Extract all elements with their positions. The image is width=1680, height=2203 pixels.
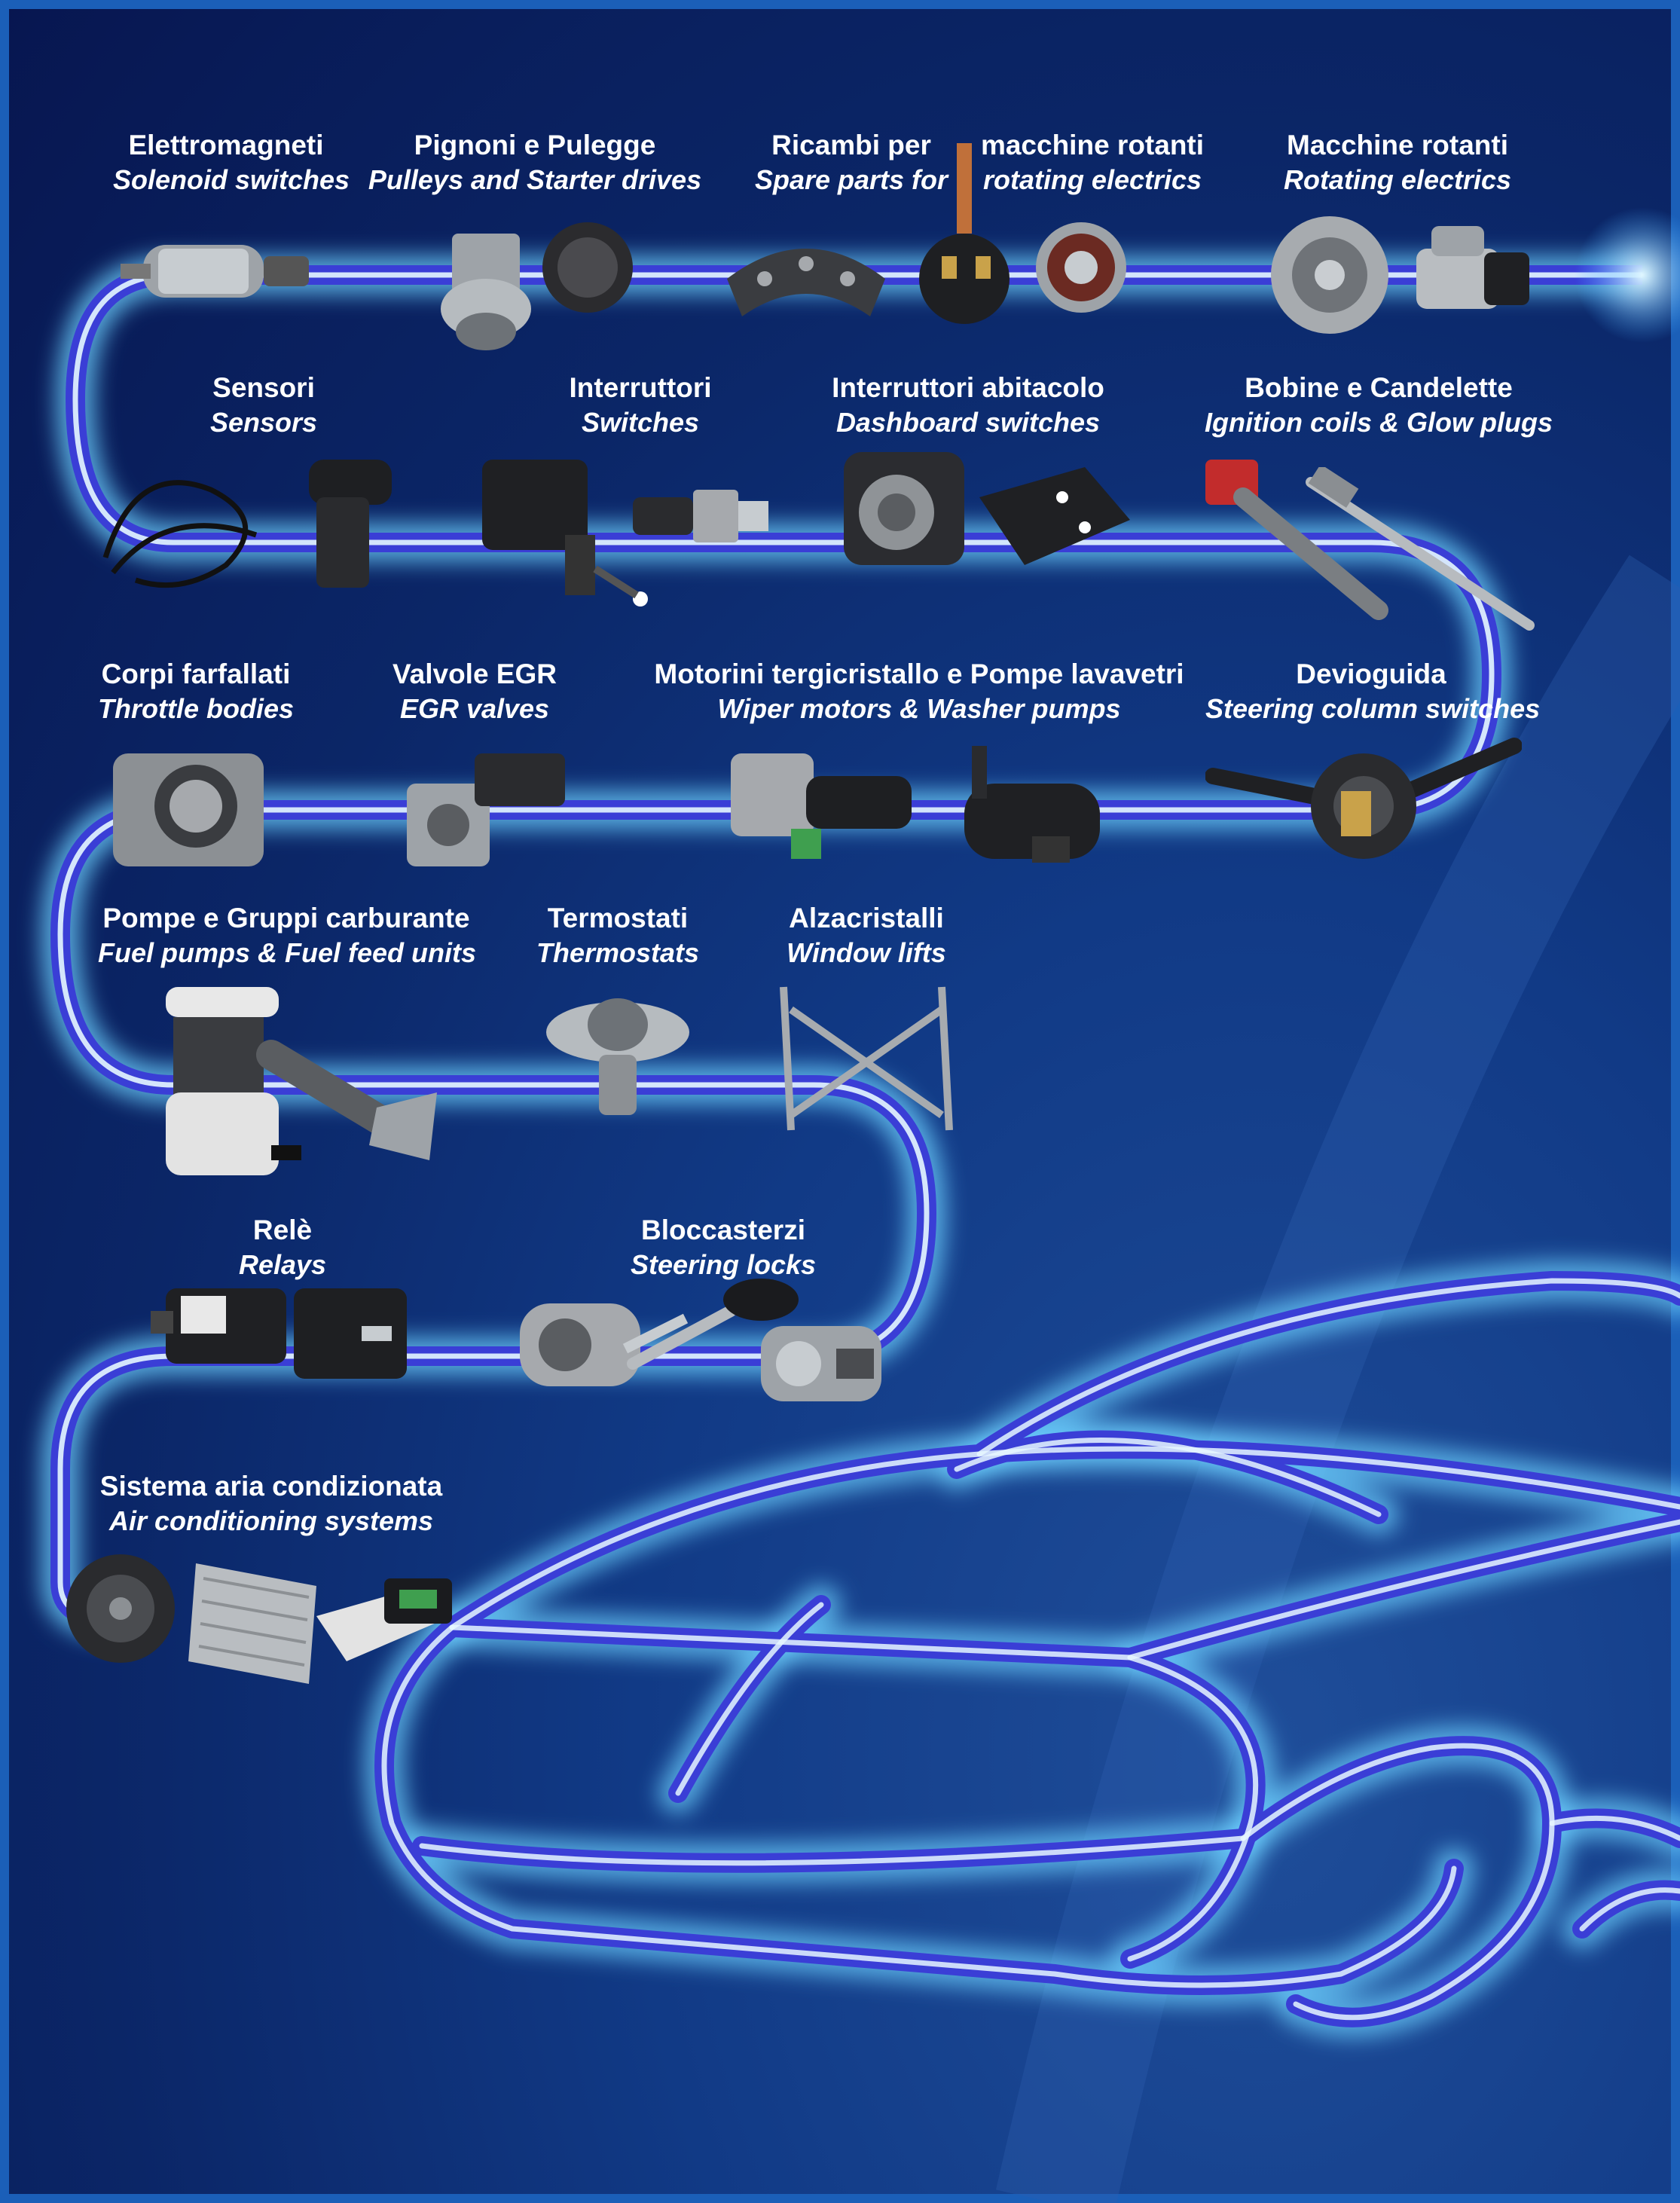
key-icon xyxy=(618,1273,799,1379)
ignition-lock-icon xyxy=(753,1311,897,1409)
label-throttle: Corpi farfallati Throttle bodies xyxy=(83,657,309,726)
window-switch-icon xyxy=(972,460,1138,573)
alternator-icon xyxy=(1258,211,1401,339)
label-it: Relè xyxy=(252,1215,313,1245)
label-en: Fuel pumps & Fuel feed units xyxy=(98,937,477,968)
switch-icon xyxy=(475,445,648,610)
starter-motor-icon xyxy=(1409,218,1544,332)
ignition-coil-icon xyxy=(1198,452,1394,625)
label-wiper: Motorini tergicristallo e Pompe lavavetr… xyxy=(640,657,1198,726)
label-locks: Bloccasterzi Steering locks xyxy=(618,1213,829,1282)
fuel-pump-icon xyxy=(151,979,301,1183)
label-steering-switch: Devioguida Steering column switches xyxy=(1205,657,1541,726)
throttle-body-icon xyxy=(105,738,286,882)
label-rotating: Macchine rotanti Rotating electrics xyxy=(1266,128,1529,197)
label-en: Pulleys and Starter drives xyxy=(368,164,702,195)
label-window: Alzacristalli Window lifts xyxy=(761,901,972,970)
condenser-icon xyxy=(181,1556,324,1691)
label-it: Corpi farfallati xyxy=(101,658,291,689)
label-it: Pompe e Gruppi carburante xyxy=(102,903,470,933)
fuel-feed-unit-icon xyxy=(256,1032,444,1168)
label-it: Sensori xyxy=(212,372,315,403)
label-it: Alzacristalli xyxy=(789,903,944,933)
label-en: Thermostats xyxy=(536,937,700,968)
label-egr: Valvole EGR EGR valves xyxy=(362,657,588,726)
label-thermostat: Termostati Thermostats xyxy=(512,901,723,970)
speed-sensor-icon xyxy=(279,445,414,595)
label-en: Sensors xyxy=(209,407,318,438)
label-en: Spare parts for xyxy=(754,164,948,195)
label-en: Window lifts xyxy=(787,937,946,968)
steering-lock-icon xyxy=(512,1288,693,1401)
label-en: Solenoid switches xyxy=(113,164,350,195)
label-en: Dashboard switches xyxy=(835,407,1101,438)
steering-switch-icon xyxy=(1205,731,1522,866)
label-ignition: Bobine e Candelette Ignition coils & Glo… xyxy=(1198,371,1559,440)
pressure-switch-icon xyxy=(625,475,776,558)
bearing-icon xyxy=(1032,218,1130,316)
label-it: Bloccasterzi xyxy=(641,1215,805,1245)
label-en: Throttle bodies xyxy=(98,693,294,724)
label-it: Interruttori xyxy=(569,372,712,403)
label-it: Termostati xyxy=(547,903,689,933)
label-it: Macchine rotanti xyxy=(1287,130,1508,160)
glow-plug-icon xyxy=(1296,467,1544,640)
label-en: Steering locks xyxy=(630,1249,817,1280)
egr-valve-icon xyxy=(392,738,580,882)
label-it: Ricambi per xyxy=(771,130,931,160)
label-en: rotating electrics xyxy=(982,164,1202,195)
label-spare-parts: Ricambi per Spare parts for xyxy=(738,128,964,197)
ac-system-icon xyxy=(53,1548,188,1669)
label-relays: Relè Relays xyxy=(188,1213,377,1282)
label-it: Pignoni e Pulegge xyxy=(414,130,656,160)
label-it: Bobine e Candelette xyxy=(1245,372,1513,403)
label-dashboard: Interruttori abitacolo Dashboard switche… xyxy=(806,371,1130,440)
label-en: Wiper motors & Washer pumps xyxy=(717,693,1121,724)
label-it: macchine rotanti xyxy=(980,130,1205,160)
label-it: Interruttori abitacolo xyxy=(832,372,1104,403)
blower-resistor-icon xyxy=(309,1571,460,1684)
label-en: Steering column switches xyxy=(1205,693,1541,724)
thermostat-icon xyxy=(542,987,693,1130)
label-en: EGR valves xyxy=(399,693,550,724)
label-fuel: Pompe e Gruppi carburante Fuel pumps & F… xyxy=(98,901,477,970)
label-en: Ignition coils & Glow plugs xyxy=(1205,407,1553,438)
label-it: Elettromagneti xyxy=(128,130,324,160)
washer-pump-icon xyxy=(934,738,1107,874)
label-switches: Interruttori Switches xyxy=(527,371,753,440)
wiper-motor-icon xyxy=(723,746,919,866)
label-spare-parts-2: macchine rotanti rotating electrics xyxy=(964,128,1220,197)
relay-icon xyxy=(151,1281,294,1379)
label-pulleys: Pignoni e Pulegge Pulleys and Starter dr… xyxy=(362,128,708,197)
solenoid-switch-icon xyxy=(113,215,324,328)
label-sensors: Sensori Sensors xyxy=(151,371,377,440)
label-en: Relays xyxy=(238,1249,327,1280)
label-en: Air conditioning systems xyxy=(108,1505,434,1536)
label-it: Sistema aria condizionata xyxy=(99,1471,443,1502)
pulley-icon xyxy=(437,218,640,362)
dashboard-switch-icon xyxy=(836,445,972,573)
label-solenoid: Elettromagneti Solenoid switches xyxy=(113,128,350,197)
flasher-relay-icon xyxy=(286,1281,414,1386)
label-it: Devioguida xyxy=(1296,658,1446,689)
window-lift-icon xyxy=(768,979,964,1138)
label-en: Rotating electrics xyxy=(1283,164,1512,195)
label-ac: Sistema aria condizionata Air conditioni… xyxy=(83,1469,460,1538)
rectifier-icon xyxy=(719,234,893,324)
brush-holder-icon xyxy=(904,143,1025,332)
sensor-icon xyxy=(90,445,279,603)
label-it: Valvole EGR xyxy=(393,658,557,689)
label-it: Motorini tergicristallo e Pompe lavavetr… xyxy=(654,658,1184,689)
label-en: Switches xyxy=(581,407,700,438)
